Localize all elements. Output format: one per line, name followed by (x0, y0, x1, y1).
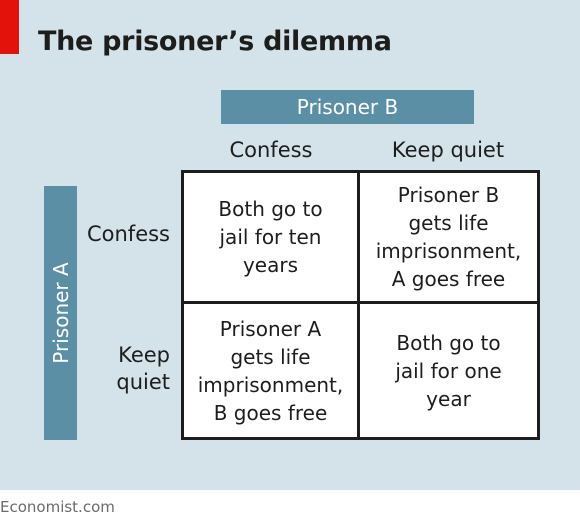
cell-confess-confess-text: Both go to jail for ten years (218, 197, 323, 277)
cell-confess-confess: Both go to jail for ten years (184, 173, 360, 304)
prisoner-a-header: Prisoner A (44, 186, 77, 440)
prisoner-b-header: Prisoner B (221, 90, 474, 124)
cell-keep-quiet-confess: Prisoner A gets life imprisonment, B goe… (184, 304, 360, 437)
row-header-confess: Confess (86, 222, 170, 246)
brand-red-tag (0, 0, 19, 54)
cell-keep-quiet-keep-quiet-text: Both go to jail for one year (395, 330, 502, 411)
row-header-keep-quiet: Keep quiet (116, 342, 170, 396)
prisoner-a-label: Prisoner A (48, 262, 73, 364)
cell-confess-keep-quiet-text: Prisoner B gets life imprisonment, A goe… (375, 183, 522, 291)
cell-keep-quiet-keep-quiet: Both go to jail for one year (360, 304, 537, 437)
prisoner-b-label: Prisoner B (296, 95, 399, 119)
column-header-confess: Confess (229, 138, 313, 162)
cell-keep-quiet-confess-text: Prisoner A gets life imprisonment, B goe… (197, 316, 344, 425)
source-credit: Economist.com (0, 498, 115, 516)
payoff-matrix: Both go to jail for ten years Prisoner B… (181, 170, 540, 440)
row-header-keep-quiet-text: Keep quiet (116, 343, 170, 394)
column-header-keep-quiet: Keep quiet (391, 138, 505, 162)
chart-panel: The prisoner’s dilemma Prisoner B Prison… (0, 0, 580, 490)
cell-confess-keep-quiet: Prisoner B gets life imprisonment, A goe… (360, 173, 537, 304)
chart-title: The prisoner’s dilemma (38, 26, 392, 57)
